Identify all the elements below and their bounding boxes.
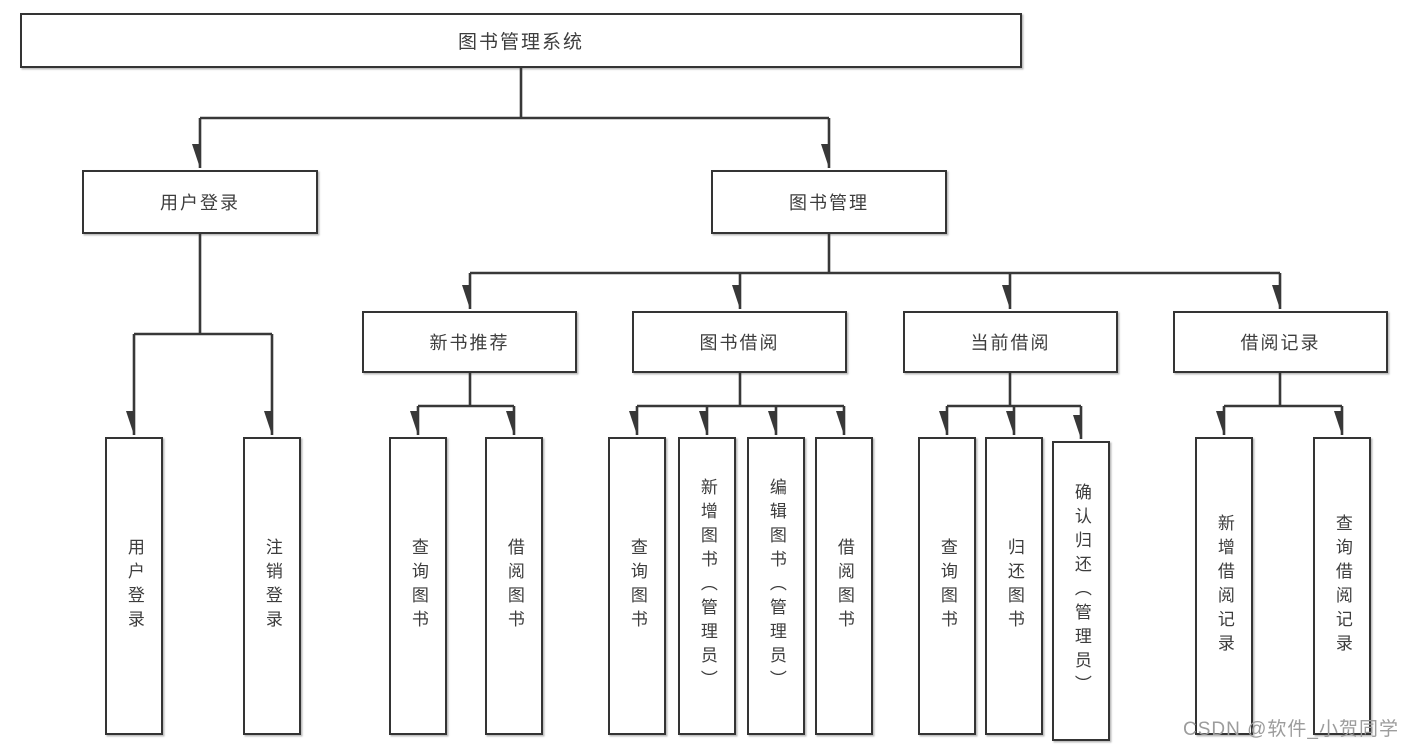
node-current-borrowing: 当前借阅 [903, 311, 1118, 373]
node-label: 查询图书 [408, 538, 428, 634]
node-label: 查询图书 [627, 538, 647, 634]
node-label: 查询图书 [937, 538, 957, 634]
node-label: 当前借阅 [970, 333, 1051, 353]
node-user-login: 用户登录 [82, 170, 318, 234]
csdn-watermark: CSDN @软件_小贺同学 [1183, 719, 1399, 740]
node-label: 新增借阅记录 [1214, 514, 1234, 658]
leaf-logout-login: 注销登录 [243, 437, 301, 735]
node-label: 注销登录 [262, 538, 282, 634]
leaf-query-books-recommend: 查询图书 [389, 437, 447, 735]
node-label: 图书借阅 [699, 333, 780, 353]
leaf-borrow-books-recommend: 借阅图书 [485, 437, 543, 735]
node-label: 借阅图书 [834, 538, 854, 634]
leaf-query-books-borrowing: 查询图书 [608, 437, 666, 735]
leaf-query-borrow-record: 查询借阅记录 [1313, 437, 1371, 735]
leaf-user-login: 用户登录 [105, 437, 163, 735]
leaf-borrow-books: 借阅图书 [815, 437, 873, 735]
node-borrowing-records: 借阅记录 [1173, 311, 1388, 373]
leaf-add-borrow-record: 新增借阅记录 [1195, 437, 1253, 735]
node-label: 用户登录 [124, 538, 144, 634]
leaf-confirm-return-admin: 确认归还（管理员） [1052, 441, 1110, 741]
node-label: 图书管理 [789, 193, 869, 213]
node-label: 查询借阅记录 [1332, 514, 1352, 658]
node-label: 编辑图书（管理员） [766, 478, 786, 694]
node-label: 确认归还（管理员） [1071, 483, 1091, 699]
node-label: 图书管理系统 [457, 32, 584, 53]
leaf-return-books: 归还图书 [985, 437, 1043, 735]
node-label: 用户登录 [160, 193, 240, 213]
node-label: 借阅记录 [1240, 333, 1321, 353]
node-label: 新增图书（管理员） [697, 478, 717, 694]
leaf-edit-book-admin: 编辑图书（管理员） [747, 437, 805, 735]
node-label: 借阅图书 [504, 538, 524, 634]
node-book-borrowing: 图书借阅 [632, 311, 847, 373]
node-label: 归还图书 [1004, 538, 1024, 634]
leaf-add-book-admin: 新增图书（管理员） [678, 437, 736, 735]
node-book-management: 图书管理 [711, 170, 947, 234]
tree-edges [134, 68, 1344, 439]
node-label: 新书推荐 [429, 333, 510, 353]
node-library-management-system: 图书管理系统 [20, 13, 1022, 68]
leaf-query-books-current: 查询图书 [918, 437, 976, 735]
node-new-book-recommend: 新书推荐 [362, 311, 577, 373]
